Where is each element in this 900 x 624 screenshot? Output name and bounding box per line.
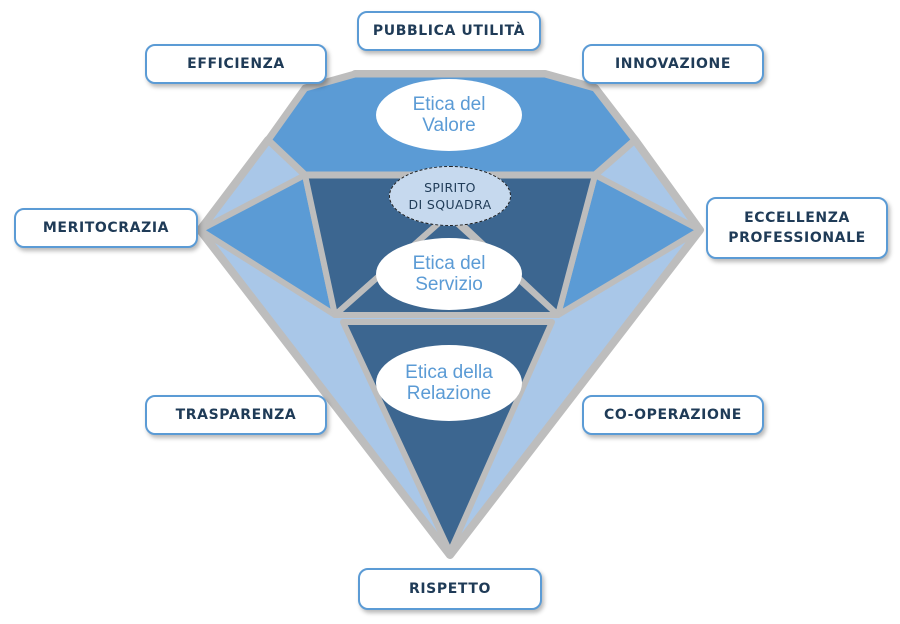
value-pubblica-utilita: PUBBLICA UTILITÀ [357,11,541,51]
ethic-servizio: Etica del Servizio [376,238,522,310]
value-label-text: INNOVAZIONE [614,56,732,72]
ethic-relazione: Etica della Relazione [376,345,522,421]
value-rispetto: RISPETTO [358,568,542,610]
ethic-servizio-text: Etica del Servizio [412,253,486,295]
value-label-text: RISPETTO [408,581,492,597]
value-eccellenza-professionale: ECCELLENZA PROFESSIONALE [706,197,888,259]
value-label-text: ECCELLENZA PROFESSIONALE [728,210,866,246]
value-efficienza: EFFICIENZA [145,44,327,84]
spirito-di-squadra-text: SPIRITO DI SQUADRA [408,180,492,212]
ethic-valore: Etica del Valore [376,79,522,151]
value-meritocrazia: MERITOCRAZIA [14,208,198,248]
value-label-text: EFFICIENZA [187,56,285,72]
value-label-text: TRASPARENZA [175,407,297,423]
value-trasparenza: TRASPARENZA [145,395,327,435]
value-label-text: MERITOCRAZIA [42,220,170,236]
ethic-relazione-text: Etica della Relazione [405,362,493,404]
value-co-operazione: CO-OPERAZIONE [582,395,764,435]
ethic-valore-text: Etica del Valore [412,94,486,136]
value-label-text: PUBBLICA UTILITÀ [372,23,526,39]
value-label-text: CO-OPERAZIONE [604,407,742,423]
spirito-di-squadra: SPIRITO DI SQUADRA [389,166,511,226]
value-innovazione: INNOVAZIONE [582,44,764,84]
